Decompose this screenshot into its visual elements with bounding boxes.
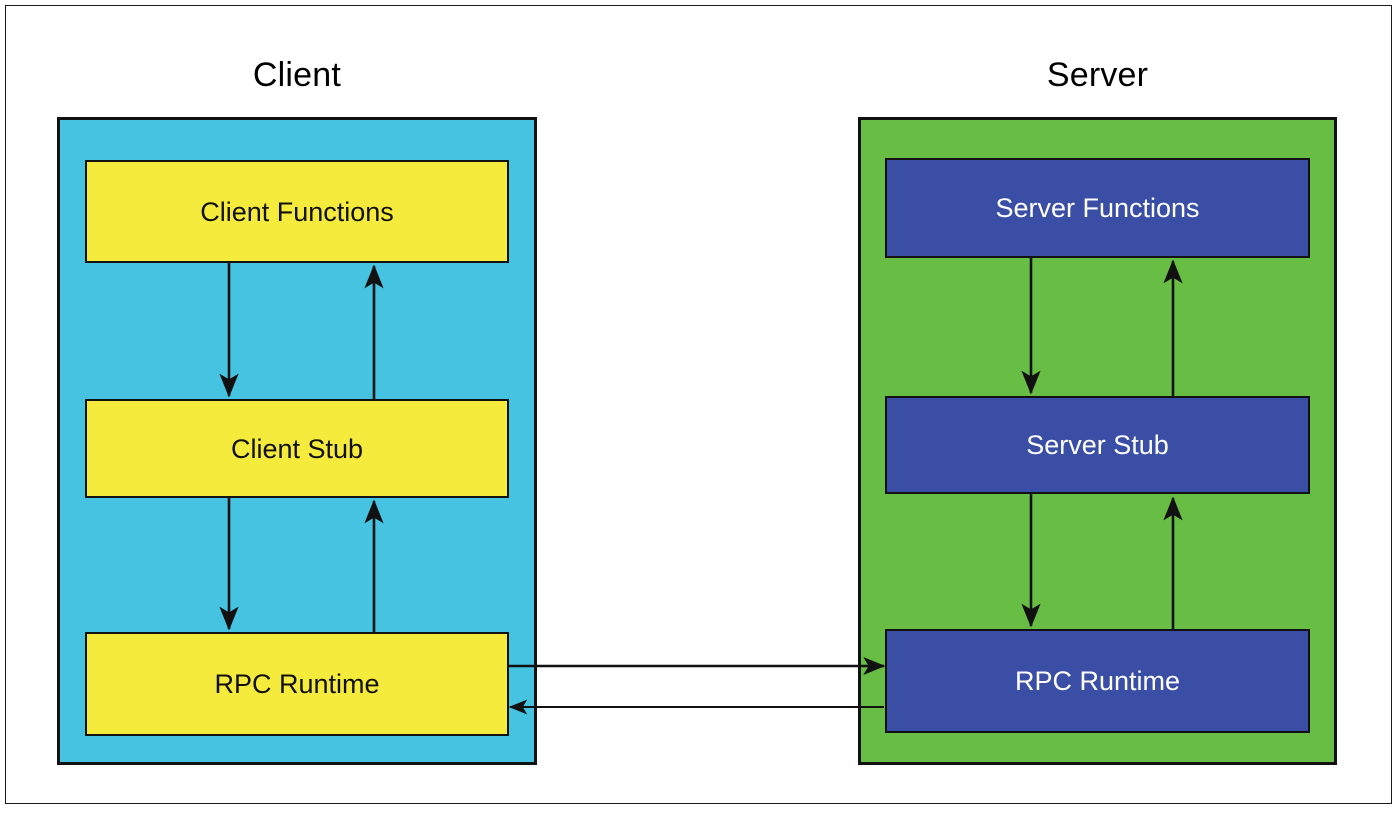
server-stub-block: Server Stub xyxy=(885,396,1310,494)
client-rpc-runtime-block: RPC Runtime xyxy=(85,632,509,736)
server-functions-block: Server Functions xyxy=(885,158,1310,258)
server-title: Server xyxy=(1046,56,1149,94)
client-stub-block: Client Stub xyxy=(85,399,509,498)
server-rpc-runtime-block: RPC Runtime xyxy=(885,629,1310,733)
client-title: Client xyxy=(252,56,342,94)
page-border-frame xyxy=(5,5,1392,804)
client-functions-block: Client Functions xyxy=(85,160,509,263)
